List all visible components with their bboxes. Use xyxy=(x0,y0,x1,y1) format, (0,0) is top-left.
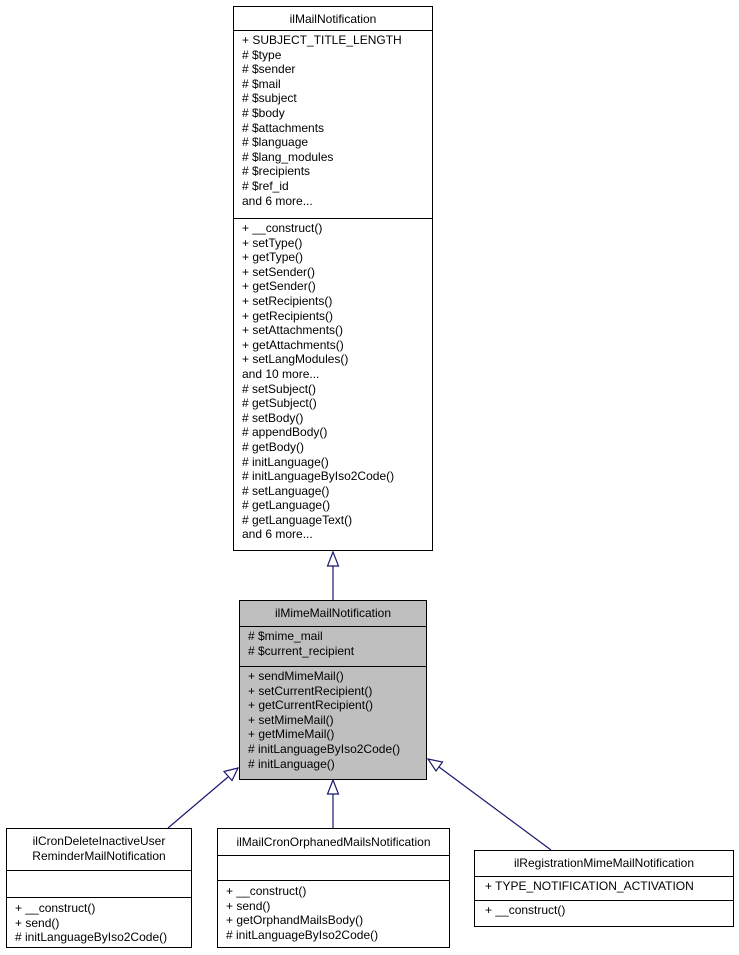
method-item: # getLanguageText() xyxy=(242,512,353,527)
method-item: # setSubject() xyxy=(242,381,317,396)
method-item: + __construct() xyxy=(242,221,323,235)
attributes-section xyxy=(7,871,191,898)
method-item: + setLangModules() xyxy=(242,352,349,367)
class-box-ilmailcronorphanedmailsnotification[interactable]: ilMailCronOrphanedMailsNotification + __… xyxy=(217,828,450,948)
attribute-item: # $ref_id xyxy=(242,178,289,193)
attribute-item: # $body xyxy=(242,105,285,120)
attribute-item: + SUBJECT_TITLE_LENGTH xyxy=(242,33,402,47)
class-title: ilMailNotification xyxy=(234,7,432,31)
class-title-line: ReminderMailNotification xyxy=(32,849,166,863)
method-item: # initLanguageByIso2Code() xyxy=(242,469,395,484)
inheritance-edge-crondelete-to-mime xyxy=(167,767,240,829)
attribute-item: # $mime_mail xyxy=(248,629,323,643)
class-title-line: ilCronDeleteInactiveUser xyxy=(32,834,166,848)
more-link[interactable]: and 6 more... xyxy=(242,193,313,208)
inheritance-edge-registration-to-mime xyxy=(426,758,552,851)
more-link[interactable]: and 6 more... xyxy=(242,527,313,542)
attribute-item: # $sender xyxy=(242,62,296,77)
attribute-item: # $attachments xyxy=(242,120,325,135)
method-item: + __construct() xyxy=(15,901,96,915)
more-link[interactable]: and 10 more... xyxy=(242,366,320,381)
class-title: ilMimeMailNotification xyxy=(240,601,426,627)
attributes-section xyxy=(218,856,449,881)
methods-section: + __construct() + send() + getOrphandMai… xyxy=(218,881,449,942)
attributes-section: # $mime_mail # $current_recipient xyxy=(240,627,426,667)
method-item: + getType() xyxy=(242,250,304,265)
method-item: + send() xyxy=(226,898,271,913)
inheritance-edge-cronorphaned-to-mime xyxy=(326,778,340,828)
method-item: + setMimeMail() xyxy=(248,712,334,727)
method-item: # initLanguage() xyxy=(242,454,329,469)
method-item: + __construct() xyxy=(226,884,307,898)
method-item: # initLanguageByIso2Code() xyxy=(226,927,379,942)
attribute-item: # $lang_modules xyxy=(242,149,334,164)
method-item: # getBody() xyxy=(242,439,305,454)
class-box-ilmailnotification[interactable]: ilMailNotification + SUBJECT_TITLE_LENGT… xyxy=(233,6,433,551)
class-box-ilmimemailnotification[interactable]: ilMimeMailNotification # $mime_mail # $c… xyxy=(239,600,427,780)
method-item: + sendMimeMail() xyxy=(248,669,344,683)
method-item: + setCurrentRecipient() xyxy=(248,683,373,698)
class-title: ilCronDeleteInactiveUser ReminderMailNot… xyxy=(7,829,191,871)
method-item: + setRecipients() xyxy=(242,293,333,308)
class-box-ilregistrationmimemailnotification[interactable]: ilRegistrationMimeMailNotification + TYP… xyxy=(474,850,734,927)
method-item: # initLanguageByIso2Code() xyxy=(248,741,401,756)
attribute-item: # $recipients xyxy=(242,164,311,179)
methods-section: + __construct() + send() # initLanguageB… xyxy=(7,898,191,945)
attribute-item: + TYPE_NOTIFICATION_ACTIVATION xyxy=(485,879,694,893)
class-title: ilRegistrationMimeMailNotification xyxy=(475,851,733,877)
method-item: # setBody() xyxy=(242,410,304,425)
method-item: + setType() xyxy=(242,235,303,250)
attributes-section: + TYPE_NOTIFICATION_ACTIVATION xyxy=(475,877,733,901)
method-item: + getSender() xyxy=(242,279,316,294)
method-item: # appendBody() xyxy=(242,425,328,440)
method-item: + __construct() xyxy=(485,903,566,917)
methods-section: + __construct() xyxy=(475,901,733,918)
method-item: + getOrphandMailsBody() xyxy=(226,913,364,928)
methods-section: + __construct() + setType() + getType() … xyxy=(234,219,432,542)
method-item: + setSender() xyxy=(242,264,316,279)
attributes-section: + SUBJECT_TITLE_LENGTH # $type # $sender… xyxy=(234,31,432,219)
method-item: + send() xyxy=(15,915,60,930)
method-item: # getLanguage() xyxy=(242,498,331,513)
attribute-item: # $subject xyxy=(242,91,297,106)
method-item: # initLanguage() xyxy=(248,756,335,771)
attribute-item: # $type xyxy=(242,47,282,62)
methods-section: + sendMimeMail() + setCurrentRecipient()… xyxy=(240,667,426,771)
method-item: + getMimeMail() xyxy=(248,727,335,742)
method-item: # setLanguage() xyxy=(242,483,330,498)
method-item: + getRecipients() xyxy=(242,308,334,323)
attribute-item: # $mail xyxy=(242,76,281,91)
inheritance-edge-mime-to-base xyxy=(326,550,340,600)
method-item: + getAttachments() xyxy=(242,337,344,352)
class-box-ilcrondeleteinactiveuserremindermailnotification[interactable]: ilCronDeleteInactiveUser ReminderMailNot… xyxy=(6,828,192,948)
method-item: + getCurrentRecipient() xyxy=(248,698,374,713)
class-title: ilMailCronOrphanedMailsNotification xyxy=(218,829,449,856)
method-item: + setAttachments() xyxy=(242,323,344,338)
attribute-item: # $language xyxy=(242,135,309,150)
method-item: # getSubject() xyxy=(242,396,317,411)
method-item: # initLanguageByIso2Code() xyxy=(15,930,168,945)
attribute-item: # $current_recipient xyxy=(248,643,355,658)
